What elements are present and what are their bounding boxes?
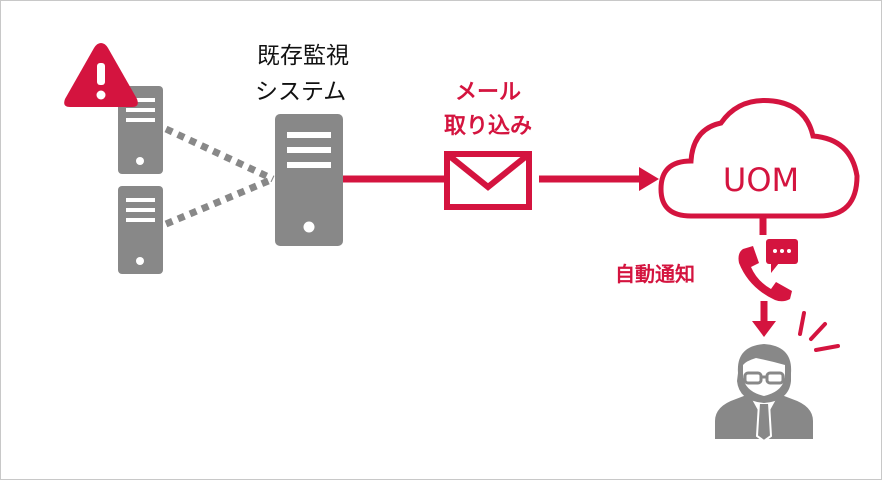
dotted-connections bbox=[164, 125, 275, 228]
alert-lines-icon bbox=[798, 311, 840, 352]
phone-icon bbox=[738, 246, 792, 302]
arrow-head-icon bbox=[639, 167, 659, 191]
monitoring-system-label: システム bbox=[255, 79, 346, 105]
warning-icon bbox=[64, 43, 138, 107]
chat-bubble-icon bbox=[766, 239, 798, 273]
mail-import-label: 取り込み bbox=[444, 114, 532, 139]
arrow-head-icon bbox=[752, 321, 776, 337]
envelope-icon bbox=[444, 151, 532, 210]
person-icon bbox=[715, 344, 813, 443]
monitoring-system-label: 既存監視 bbox=[257, 43, 349, 69]
server-icon bbox=[118, 186, 163, 274]
auto-notify-label: 自動通知 bbox=[615, 262, 695, 286]
server-icon bbox=[118, 86, 163, 174]
monitoring-server-icon bbox=[275, 114, 343, 246]
uom-label: UOM bbox=[723, 161, 799, 199]
cloud-icon bbox=[658, 97, 860, 219]
mail-import-label: メール bbox=[455, 80, 521, 105]
